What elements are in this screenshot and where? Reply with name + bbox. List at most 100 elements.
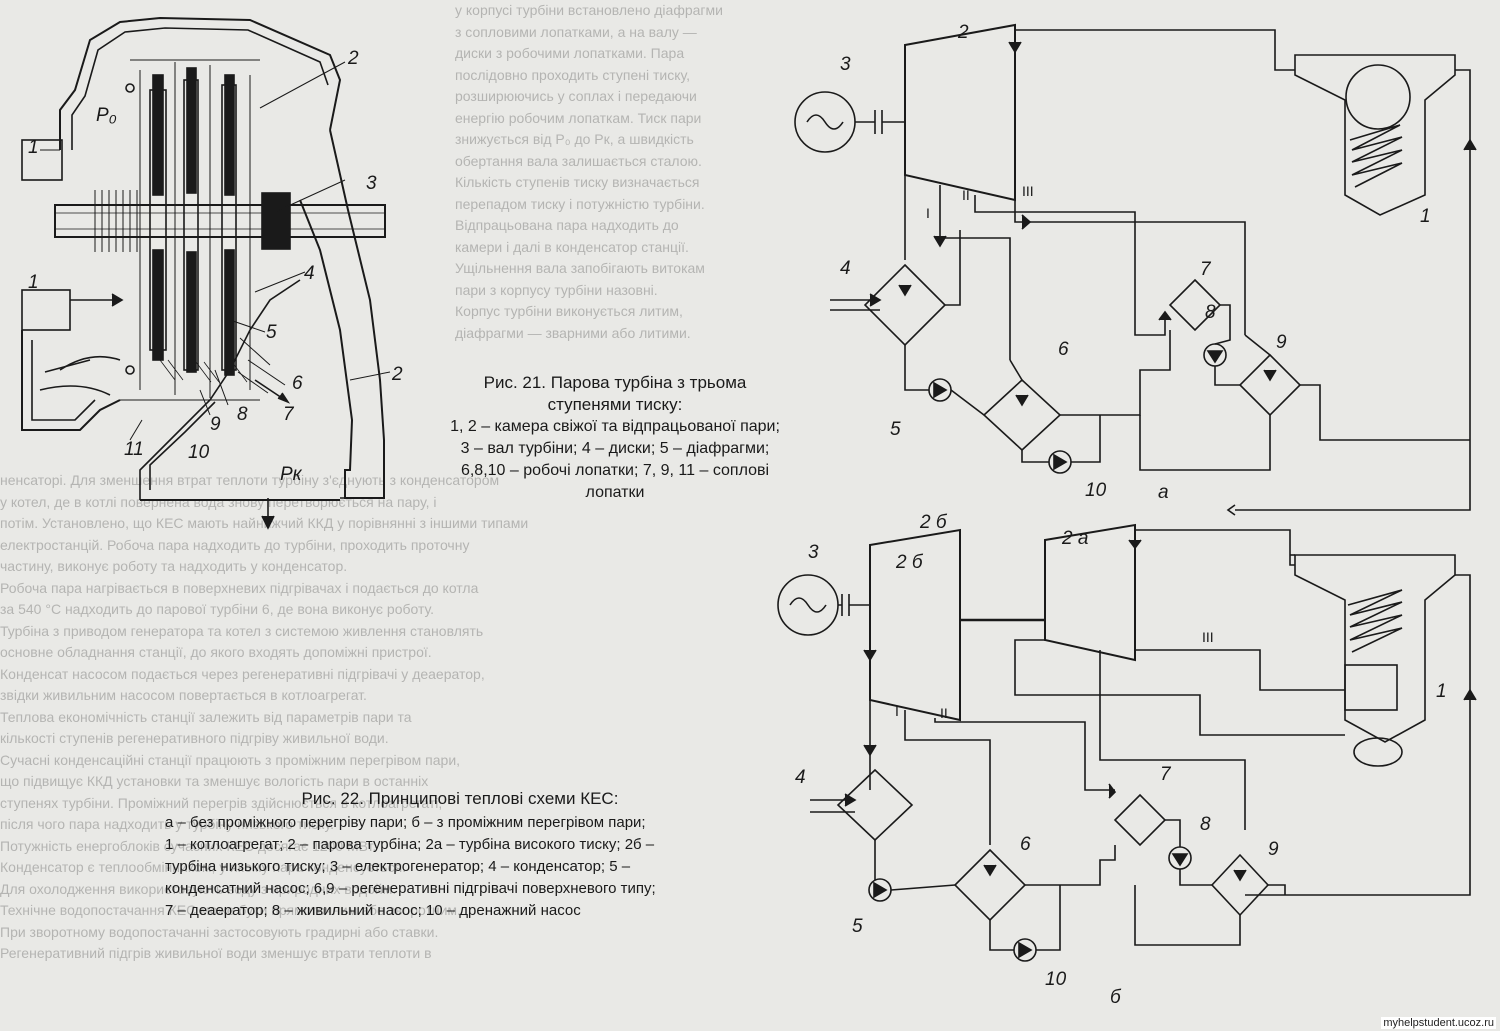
background-text-left-line: звідки живильним насосом повертається в …	[0, 687, 367, 703]
fig21-label-11: 11	[124, 439, 144, 460]
fig22-caption-line-1: а – без проміжного перегріву пари; б – з…	[165, 814, 646, 831]
background-text-left-line: Сучасні конденсаційні станції працюють з…	[0, 751, 461, 768]
fig21-label-8: 8	[237, 404, 248, 425]
background-text-middle-line: енергію робочим лопаткам. Тиск пари	[455, 109, 702, 126]
fig22-caption-line-5: 7 – деаератор; 8 – живильний насос; 10 –…	[165, 902, 581, 919]
background-text-left-line: ступенях турбіни. Проміжний перегрів зді…	[0, 794, 443, 811]
fig22a-label-3: 3	[840, 54, 851, 75]
fig22b-boiler	[1294, 554, 1456, 743]
fig22a-label-5: 5	[890, 419, 901, 440]
fig21-label-7: 7	[283, 404, 295, 425]
fig22a-label-6: 6	[1058, 339, 1069, 360]
background-text-left-line: При зворотному водопостачанні застосовую…	[0, 923, 439, 940]
fig22a-label-I: I	[926, 205, 930, 221]
fig21-label-5: 5	[266, 322, 277, 343]
background-text-middle: у корпусі турбіни встановлено діафрагми з…	[455, 0, 775, 370]
fig22a-deaerator	[1168, 278, 1222, 332]
fig22b-label-10: 10	[1045, 969, 1067, 990]
fig21-label-1: 1	[28, 137, 39, 158]
fig22b-scheme	[777, 523, 1477, 962]
fig22b-label-4: 4	[795, 767, 806, 788]
fig22a-labels: 2 3 1 4 5 6 7 8 9 10 I II III а	[840, 22, 1431, 503]
fig22a-heater-9	[1238, 353, 1302, 417]
fig21-label-2: 2	[347, 48, 359, 69]
fig22a-scheme	[794, 23, 1477, 516]
fig22-caption-title: Рис. 22. Принципові теплові схеми КЕС:	[301, 789, 619, 808]
fig21-label-6: 6	[292, 373, 303, 394]
fig22b-label-2b-top: 2 б	[919, 512, 948, 533]
background-text-middle-line: діафрагми — зварними або литими.	[455, 324, 691, 341]
fig22-caption-line-3: турбіна низького тиску; 3 – електрогенер…	[165, 858, 631, 875]
fig22a-label-8: 8	[1205, 302, 1216, 323]
background-text-left-line: кількості ступенів регенеративного підгр…	[0, 730, 389, 746]
fig21-label-1b: 1	[28, 272, 39, 293]
background-text-left: ненсаторі. Для зменшення втрат теплоти т…	[0, 470, 760, 990]
fig21-caption-title-1: Рис. 21. Парова турбіна з трьома	[483, 373, 747, 392]
fig22a-heater-6	[982, 378, 1062, 452]
fig22a-label-7: 7	[1200, 259, 1212, 280]
fig22b-label-9: 9	[1268, 839, 1279, 860]
fig21-caption: Рис. 21. Парова турбіна з трьома ступеня…	[420, 372, 810, 504]
background-text-left-line: Робоча пара нагрівається в поверхневих п…	[0, 579, 479, 596]
background-text-left-line: Теплова економічність станції залежить в…	[0, 708, 412, 725]
background-text-left-line: у котел, де в котлі повернена вода знову…	[0, 493, 437, 510]
fig21-labels: P₀ Pк 1 1 2 2 3 4 5 6 7 8 9 10 11	[28, 48, 403, 485]
fig22b-label-8: 8	[1200, 814, 1211, 835]
fig21-label-4: 4	[304, 263, 315, 284]
fig22a-label-III: III	[1022, 183, 1034, 199]
fig22a-label-1: 1	[1420, 206, 1431, 227]
fig21-label-pk: Pк	[280, 464, 303, 485]
fig22b-turbine-lp	[869, 528, 961, 722]
background-text-middle-line: Ущільнення вала запобігають витокам	[455, 260, 705, 276]
background-text-middle-line: Відпрацьована пара надходить до	[455, 217, 679, 233]
background-text-middle-line: пари з корпусу турбіни назовні.	[455, 281, 658, 298]
background-text-left-line: потім. Установлено, що КЕС мають найнижч…	[0, 515, 529, 531]
fig21-turbine-section	[21, 16, 391, 530]
watermark: myhelpstudent.ucoz.ru	[1381, 1017, 1496, 1029]
fig22-caption: Рис. 22. Принципові теплові схеми КЕС: а…	[165, 788, 755, 922]
background-text-middle-line: обертання вала залишається сталою.	[455, 152, 702, 169]
fig22b-heater-9	[1210, 853, 1270, 917]
fig22a-boiler	[1294, 54, 1456, 216]
fig22b-label-1: 1	[1436, 681, 1447, 702]
fig22a-label-4: 4	[840, 258, 851, 279]
fig22a-label-10: 10	[1085, 480, 1107, 501]
fig22b-label-III: III	[1202, 629, 1214, 645]
fig21-label-10: 10	[188, 442, 210, 463]
background-text-left-line: Регенеративний підгрів живильної води зм…	[0, 945, 432, 961]
background-text-middle-line: з сопловими лопатками, а на валу —	[455, 23, 697, 40]
fig21-caption-title-2: ступенями тиску:	[547, 395, 683, 414]
fig22a-label-2: 2	[957, 22, 969, 43]
fig22b-turbine-hp	[1044, 523, 1136, 662]
fig22a-label-II: II	[962, 187, 970, 203]
fig22b-label-3: 3	[808, 542, 819, 563]
fig22b-label-7: 7	[1160, 764, 1172, 785]
fig22b-label-II: II	[940, 705, 948, 721]
background-text-middle-line: Корпус турбіни виконується литим,	[455, 303, 683, 319]
fig21-caption-line-2: 3 – вал турбіни; 4 – диски; 5 – діафрагм…	[460, 440, 770, 457]
fig22b-condenser	[836, 768, 914, 842]
background-text-middle-line: послідовно проходить ступені тиску,	[455, 66, 691, 83]
fig22b-label-2a: 2 а	[1061, 528, 1088, 549]
background-text-left-line: Потужність енергоблоків сучасних КЕС дос…	[0, 837, 377, 854]
background-text-middle-line: розширюючись у соплах і передаючи	[455, 88, 697, 104]
background-text-middle-line: диски з робочими лопатками. Пара	[455, 45, 685, 61]
fig21-label-2b: 2	[391, 364, 403, 385]
fig21-label-9: 9	[210, 414, 221, 435]
fig22-caption-line-2: 1 – котлоагрегат; 2 – парова турбіна; 2а…	[165, 836, 655, 853]
fig22b-labels: 2 б 2 б 2 а 3 1 4 5 6 7 8 9 10 I II III …	[795, 512, 1447, 1008]
background-text-middle-line: знижується від P₀ до Pк, а швидкість	[455, 131, 694, 147]
background-text-middle-line: перепадом тиску і потужністю турбіни.	[455, 195, 705, 212]
background-text-middle-line: у корпусі турбіни встановлено діафрагми	[455, 2, 723, 18]
background-text-left-line: після чого пара надходить у турбіну низь…	[0, 816, 334, 832]
fig22b-label-6: 6	[1020, 834, 1031, 855]
fig22a-condenser	[863, 263, 947, 347]
fig22b-deaerator	[1113, 793, 1167, 847]
background-text-left-line: що підвищує ККД установки та зменшує вол…	[0, 773, 429, 789]
background-text-left-line: основне обладнання станції, до якого вхо…	[0, 644, 432, 660]
background-text-middle-line: Кількість ступенів тиску визначається	[455, 174, 700, 190]
fig21-caption-line-1: 1, 2 – камера свіжої та відпрацьованої п…	[450, 418, 780, 435]
fig22a-turbine	[904, 23, 1016, 202]
fig21-caption-line-3: 6,8,10 – робочі лопатки; 7, 9, 11 – сопл…	[460, 462, 770, 479]
